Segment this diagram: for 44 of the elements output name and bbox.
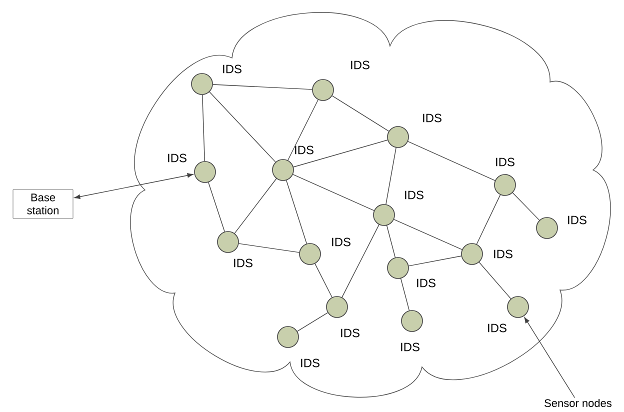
link-line <box>234 178 277 234</box>
link-line <box>288 99 318 161</box>
node-label: IDS <box>168 154 186 162</box>
label-box: Base station <box>12 189 74 219</box>
link-line <box>386 225 396 258</box>
node-label: IDS <box>423 114 442 122</box>
link-line <box>408 141 496 181</box>
node-label: IDS <box>488 324 506 332</box>
link-line <box>286 180 308 244</box>
link-line <box>512 192 540 221</box>
node-label: IDS <box>417 278 436 288</box>
link-line <box>478 262 512 300</box>
link-line <box>408 256 462 266</box>
link-line <box>332 95 390 132</box>
node-label: IDS <box>301 358 320 368</box>
link-line <box>292 174 374 211</box>
node-label: IDS <box>341 328 360 338</box>
link-line <box>202 94 205 162</box>
link-line <box>296 312 328 332</box>
link-line <box>209 92 276 162</box>
node-label: IDS <box>496 158 514 166</box>
node-label: IDS <box>223 64 242 74</box>
link-line <box>238 243 300 253</box>
node-label: IDS <box>234 258 252 268</box>
node-label: IDS <box>295 146 314 154</box>
link-line <box>212 84 312 90</box>
link-line <box>342 224 380 298</box>
node-label: IDS <box>568 216 586 224</box>
link-line <box>314 263 332 298</box>
callout-text: Sensor nodes <box>544 398 612 408</box>
link-line <box>293 140 388 168</box>
link-line <box>400 278 410 311</box>
node-label: IDS <box>494 250 512 258</box>
link-line <box>476 194 501 244</box>
arrow <box>524 317 576 398</box>
link-line <box>394 219 462 250</box>
node-label: IDS <box>401 342 420 352</box>
link-line <box>208 182 225 232</box>
cloud-outline <box>130 12 611 398</box>
node-label: IDS <box>332 238 350 246</box>
link-line <box>386 147 396 205</box>
node-label: IDS <box>351 60 370 70</box>
node-label: IDS <box>405 190 424 200</box>
double-arrow <box>74 173 194 199</box>
